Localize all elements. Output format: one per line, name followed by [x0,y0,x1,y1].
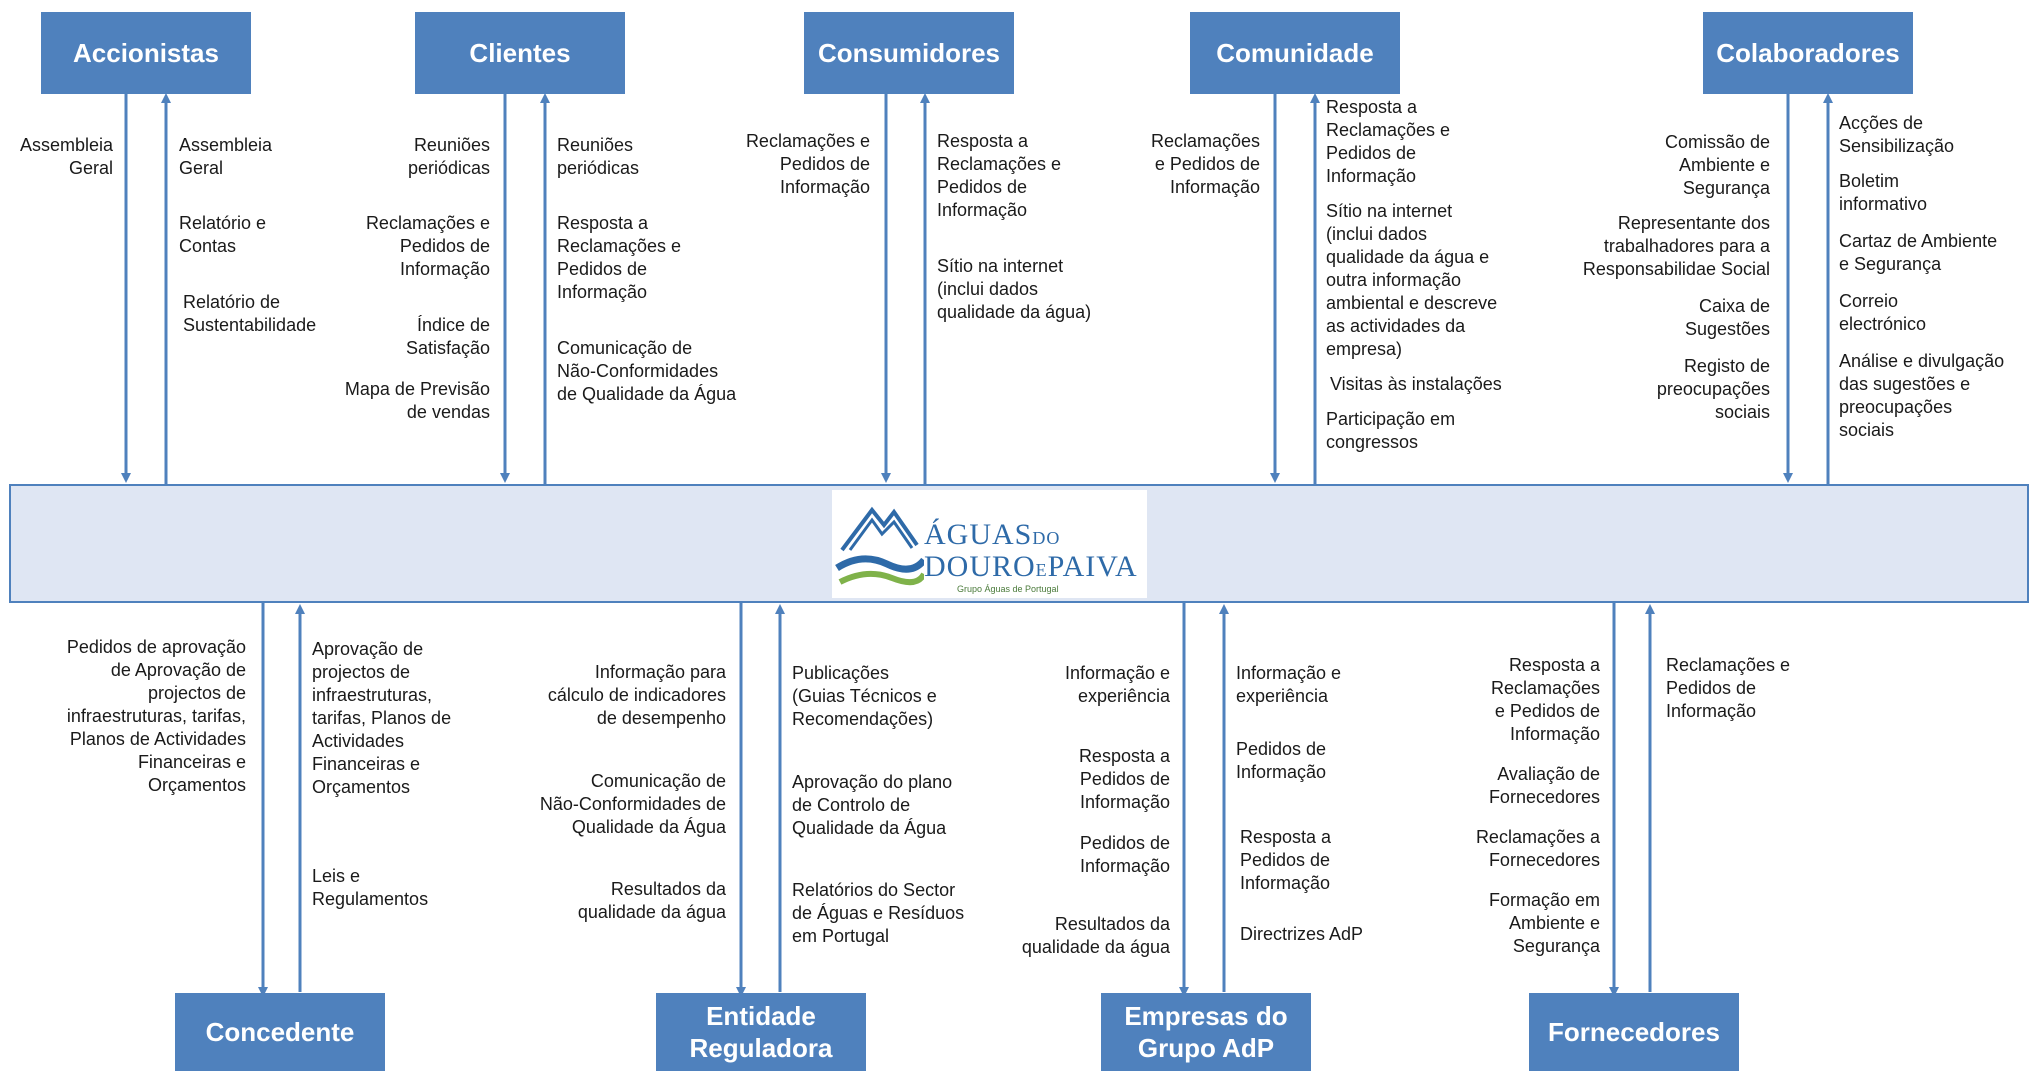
flow-label: Comunicação de Não-Conformidades de Qual… [557,338,737,404]
flow-label: Informação e experiência [1236,663,1342,706]
flow-label: Participação em congressos [1326,409,1456,452]
flow-label: Directrizes AdP [1240,924,1364,944]
col-colaboradores-out: Acções de Sensibilização Boletim informa… [1839,112,2029,442]
col-reguladora-out: Publicações (Guias Técnicos e Recomendaç… [792,662,1022,948]
flow-label: Resposta a Reclamações e Pedidos de Info… [1326,97,1451,186]
flow-label: Visitas às instalações [1330,374,1502,394]
box-clientes: Clientes [415,12,625,94]
col-clientes-out: Reuniões periódicas Resposta a Reclamaçõ… [557,134,777,406]
flow-label: Informação para cálculo de indicadores d… [547,662,726,728]
flow-label: Aprovação de projectos de infraestrutura… [312,639,452,797]
box-entidade-reguladora: Entidade Reguladora [656,993,866,1071]
col-accionistas-in: Assembleia Geral [0,134,113,180]
col-consumidores-out: Resposta a Reclamações e Pedidos de Info… [937,130,1137,324]
flow-label: Análise e divulgação das sugestões e pre… [1839,351,2005,440]
flow-label: Reclamações e Pedidos de Informação [745,131,870,197]
col-comunidade-out: Resposta a Reclamações e Pedidos de Info… [1326,96,1556,454]
logo-tagline: Grupo Águas de Portugal [957,584,1059,594]
flow-label: Reuniões periódicas [557,135,640,178]
flow-label: Publicações (Guias Técnicos e Recomendaç… [792,663,937,729]
flow-label: Reclamações e Pedidos de Informação [1666,655,1791,721]
flow-label: Relatório e Contas [179,213,267,256]
flow-label: Reclamações e Pedidos de Informação [365,213,490,279]
flow-label: Correio electrónico [1839,291,1927,334]
flow-label: Avaliação de Fornecedores [1488,764,1600,807]
flow-label: Índice de Satisfação [405,315,490,358]
flow-label: Resultados da qualidade da água [577,879,726,922]
flow-label: Assembleia Geral [179,135,273,178]
col-colaboradores-in: Comissão de Ambiente e Segurança Represe… [1540,131,1770,424]
box-consumidores: Consumidores [804,12,1014,94]
flow-label: Pedidos de Informação [1079,833,1170,876]
flow-label: Sítio na internet (inclui dados qualidad… [1326,201,1498,359]
box-fornecedores: Fornecedores [1529,993,1739,1071]
flow-label: Pedidos de Informação [1236,739,1327,782]
flow-label: Informação e experiência [1064,663,1170,706]
box-colaboradores: Colaboradores [1703,12,1913,94]
flow-label: Assembleia Geral [19,135,113,178]
flow-label: Resposta a Reclamações e Pedidos de Info… [937,131,1062,220]
col-grupo-in: Informação e experiência Resposta a Pedi… [990,662,1170,959]
flow-label: Reuniões periódicas [407,135,490,178]
flow-label: Caixa de Sugestões [1684,296,1770,339]
flow-label: Acções de Sensibilização [1839,113,1955,156]
flow-label: Sítio na internet (inclui dados qualidad… [937,256,1092,322]
flow-label: Resposta a Pedidos de Informação [1078,746,1170,812]
flow-label: Comunicação de Não-Conformidades de Qual… [539,771,726,837]
flow-label: Boletim informativo [1839,171,1928,214]
col-consumidores-in: Reclamações e Pedidos de Informação [720,130,870,199]
box-accionistas: Accionistas [41,12,251,94]
col-reguladora-in: Informação para cálculo de indicadores d… [500,661,726,924]
flow-label: Comissão de Ambiente e Segurança [1664,132,1770,198]
box-concedente: Concedente [175,993,385,1071]
col-comunidade-in: Reclamações e Pedidos de Informação [1120,130,1260,199]
flow-label: Mapa de Previsão de vendas [344,379,490,422]
flow-label: Cartaz de Ambiente e Segurança [1839,231,1998,274]
flow-label: Registo de preocupações sociais [1656,356,1770,422]
col-concedente-in: Pedidos de aprovação de Aprovação de pro… [20,636,246,797]
flow-label: Reclamações a Fornecedores [1475,827,1600,870]
flow-label: Leis e Regulamentos [312,866,429,909]
col-accionistas-out: Assembleia Geral Relatório e Contas Rela… [179,134,339,337]
flow-label: Resposta a Pedidos de Informação [1240,827,1332,893]
box-comunidade: Comunidade [1190,12,1400,94]
box-empresas-grupo: Empresas do Grupo AdP [1101,993,1311,1071]
flow-label: Resultados da qualidade da água [1021,914,1170,957]
flow-label: Resposta a Reclamações e Pedidos de Info… [1490,655,1600,744]
col-fornecedores-in: Resposta a Reclamações e Pedidos de Info… [1420,654,1600,958]
flow-label: Representante dos trabalhadores para a R… [1582,213,1770,279]
flow-label: Formação em Ambiente e Segurança [1488,890,1600,956]
flow-label: Aprovação do plano de Controlo de Qualid… [792,772,953,838]
flow-label: Reclamações e Pedidos de Informação [1150,131,1260,197]
col-concedente-out: Aprovação de projectos de infraestrutura… [312,638,512,911]
flow-label: Relatórios do Sector de Águas e Resíduos… [792,880,965,946]
col-clientes-in: Reuniões periódicas Reclamações e Pedido… [320,134,490,424]
col-fornecedores-out: Reclamações e Pedidos de Informação [1666,654,1846,723]
flow-label: Resposta a Reclamações e Pedidos de Info… [557,213,682,302]
col-grupo-out: Informação e experiência Pedidos de Info… [1236,662,1416,946]
flow-label: Pedidos de aprovação de Aprovação de pro… [66,637,246,795]
logo-waves-icon [835,506,927,586]
flow-label: Relatório de Sustentabilidade [183,292,317,335]
company-logo: ÁGUASDO DOUROEPAIVA Grupo Águas de Portu… [832,490,1147,598]
